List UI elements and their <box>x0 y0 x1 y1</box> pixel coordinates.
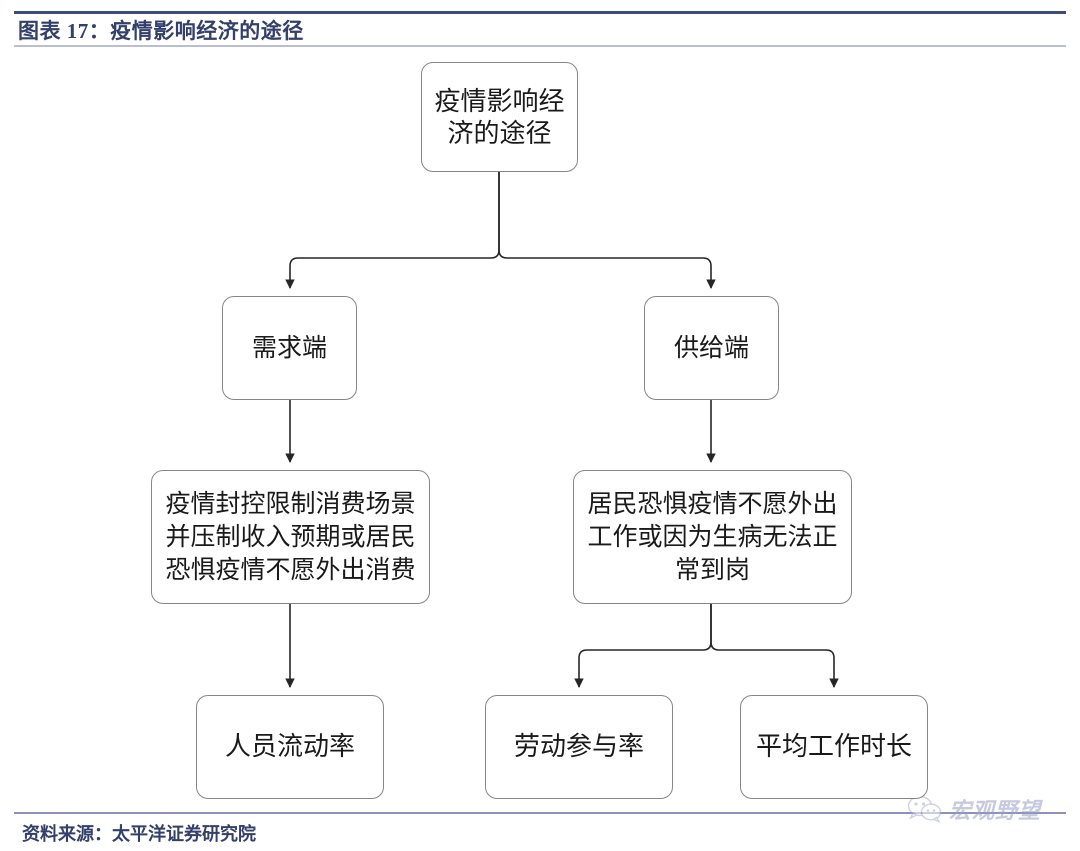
node-personnel-mobility-rate[interactable]: 人员流动率 <box>196 695 384 799</box>
footer-rule <box>14 812 1066 814</box>
node-demand-detail-label: 疫情封控限制消费场景 并压制收入预期或居民 恐惧疫情不愿外出消费 <box>165 489 416 584</box>
edge-root-to-supply <box>498 172 716 289</box>
node-labor-participation-rate[interactable]: 劳动参与率 <box>485 695 673 799</box>
node-demand-side[interactable]: 需求端 <box>222 296 357 400</box>
node-supply-detail-label: 居民恐惧疫情不愿外出 工作或因为生病无法正 常到岗 <box>587 489 838 584</box>
watermark-text: 宏观野望 <box>949 798 1042 823</box>
node-labor-participation-rate-label: 劳动参与率 <box>513 731 644 762</box>
header-top-rule <box>14 11 1066 14</box>
node-demand-detail[interactable]: 疫情封控限制消费场景 并压制收入预期或居民 恐惧疫情不愿外出消费 <box>151 470 430 604</box>
node-supply-side[interactable]: 供给端 <box>644 296 779 400</box>
node-demand-side-label: 需求端 <box>251 334 327 362</box>
node-root[interactable]: 疫情影响经 济的途径 <box>421 62 578 172</box>
node-supply-side-label: 供给端 <box>673 334 749 362</box>
node-average-working-hours[interactable]: 平均工作时长 <box>740 695 928 799</box>
node-average-working-hours-label: 平均工作时长 <box>755 731 912 762</box>
node-supply-detail[interactable]: 居民恐惧疫情不愿外出 工作或因为生病无法正 常到岗 <box>573 470 852 604</box>
edge-root-to-demand <box>285 172 500 289</box>
node-root-label: 疫情影响经 济的途径 <box>434 85 565 149</box>
edge-supply-detail-to-hours <box>710 604 839 688</box>
watermark: 宏观野望 <box>908 793 1041 825</box>
header-bottom-rule <box>14 45 1066 47</box>
node-personnel-mobility-rate-label: 人员流动率 <box>224 731 355 762</box>
page-title: 图表 17：疫情影响经济的途径 <box>18 19 304 43</box>
wechat-icon <box>908 795 942 823</box>
source-note: 资料来源：太平洋证券研究院 <box>22 824 256 844</box>
edge-supply-detail-to-participation <box>574 604 712 688</box>
